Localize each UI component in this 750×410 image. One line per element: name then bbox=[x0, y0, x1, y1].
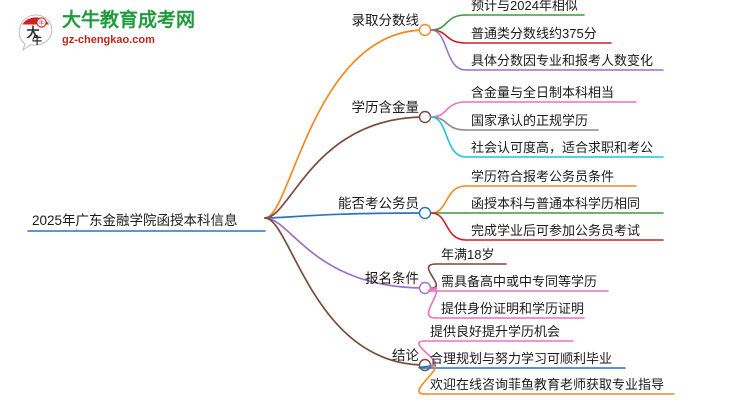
logo-text-block: 大牛教育成考网 gz-chengkao.com bbox=[62, 10, 202, 47]
logo-site-name: 大牛教育成考网 bbox=[62, 10, 196, 31]
root-node-label[interactable]: 2025年广东金融学院函授本科信息 bbox=[32, 213, 238, 228]
logo-site-url: gz-chengkao.com bbox=[62, 34, 155, 46]
leaf-label-5-2[interactable]: 合理规划与努力学习可顺利毕业 bbox=[430, 351, 613, 366]
svg-text:牛: 牛 bbox=[32, 34, 42, 47]
branch-node-label-3[interactable]: 能否考公务员 bbox=[338, 196, 419, 211]
leaf-label-3-3[interactable]: 完成学业后可参加公务员考试 bbox=[471, 223, 641, 238]
leaf-label-3-2[interactable]: 函授本科与普通本科学历相同 bbox=[471, 196, 641, 211]
branch-node-label-5[interactable]: 结论 bbox=[392, 348, 419, 363]
leaf-label-5-3[interactable]: 欢迎在线咨询菲鱼教育老师获取专业指导 bbox=[430, 377, 665, 392]
leaf-label-5-1[interactable]: 提供良好提升学历机会 bbox=[430, 324, 561, 339]
branch-node-label-4[interactable]: 报名条件 bbox=[365, 271, 419, 286]
leaf-label-2-2[interactable]: 国家承认的正规学历 bbox=[471, 113, 589, 128]
leaf-label-1-2[interactable]: 普通类分数线约375分 bbox=[471, 26, 597, 41]
svg-text:大: 大 bbox=[26, 25, 39, 41]
leaf-label-4-3[interactable]: 提供身份证明和学历证明 bbox=[441, 301, 585, 316]
leaf-label-1-1[interactable]: 预计与2024年相似 bbox=[471, 0, 578, 13]
svg-text:牛: 牛 bbox=[39, 19, 45, 27]
leaf-label-4-1[interactable]: 年满18岁 bbox=[441, 247, 495, 262]
logo-mark-icon: 牛 大 牛 bbox=[18, 14, 53, 52]
site-logo[interactable]: 牛 大 牛 大牛教育成考网 gz-chengkao.com bbox=[14, 8, 204, 56]
leaf-label-2-1[interactable]: 含金量与全日制本科相当 bbox=[471, 85, 615, 100]
branch-node-label-1[interactable]: 录取分数线 bbox=[351, 13, 420, 28]
leaf-label-4-2[interactable]: 需具备高中或中专同等学历 bbox=[441, 274, 598, 289]
leaf-label-3-1[interactable]: 学历符合报考公务员条件 bbox=[471, 169, 615, 184]
branch-node-label-2[interactable]: 学历含金量 bbox=[351, 100, 420, 115]
leaf-label-2-3[interactable]: 社会认可度高，适合求职和考公 bbox=[471, 140, 654, 155]
leaf-label-1-3[interactable]: 具体分数因专业和报考人数变化 bbox=[471, 53, 654, 68]
